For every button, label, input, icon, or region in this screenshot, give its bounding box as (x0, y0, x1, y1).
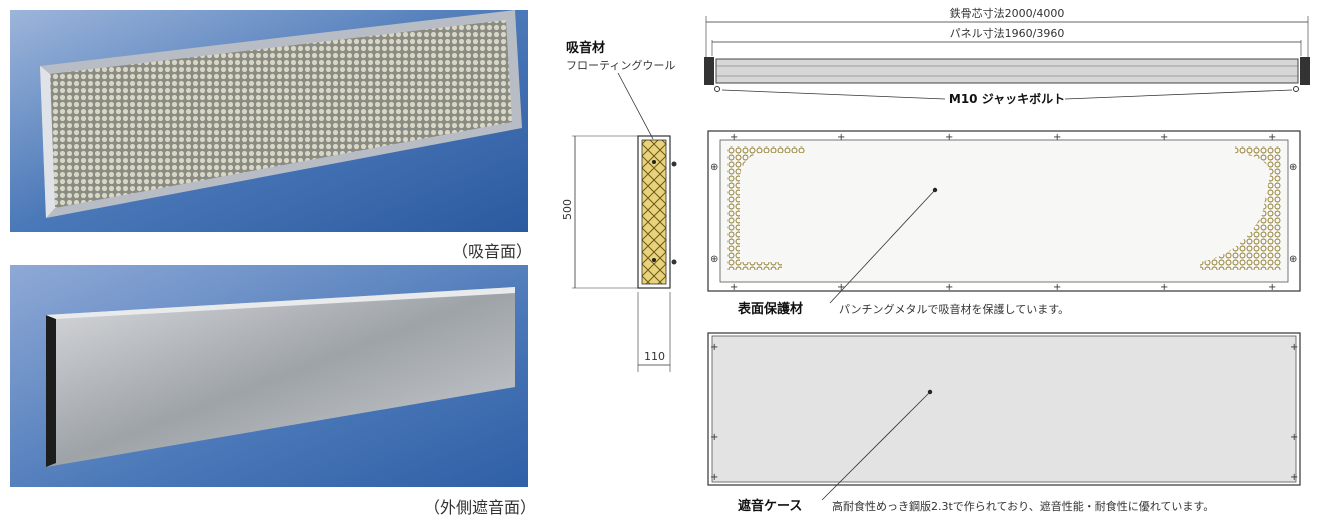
svg-text:⊕: ⊕ (710, 162, 718, 173)
front-panel: + + + + + + + + + + + + ⊕ ⊕ ⊕ ⊕ (707, 130, 1301, 293)
svg-text:+: + (730, 132, 738, 143)
insulation-leader (617, 72, 654, 140)
caption-outer-face: （外側遮音面） (424, 498, 537, 517)
svg-text:⊕: ⊕ (1289, 162, 1297, 173)
svg-text:+: + (1160, 282, 1168, 293)
panel-dimension: パネル寸法1960/3960 (950, 26, 1065, 40)
caption-absorbing-face: （吸音面） (452, 242, 533, 261)
svg-text:+: + (945, 282, 953, 293)
steel-dimension: 鉄骨芯寸法2000/4000 (950, 6, 1065, 20)
svg-text:+: + (1290, 432, 1298, 443)
svg-text:+: + (1160, 132, 1168, 143)
svg-text:+: + (730, 282, 738, 293)
depth-dimension: 110 (644, 350, 665, 363)
back-panel: + + + + + + (707, 332, 1301, 486)
bolt-label: M10 ジャッキボルト (949, 91, 1065, 106)
svg-text:+: + (1268, 132, 1276, 143)
svg-text:+: + (710, 342, 718, 353)
svg-text:+: + (837, 132, 845, 143)
svg-text:+: + (710, 432, 718, 443)
cross-section (637, 135, 677, 289)
photo-outer-face (10, 265, 528, 487)
front-panel-title: 表面保護材 (737, 301, 803, 317)
back-panel-title: 遮音ケース (738, 498, 802, 514)
front-panel-desc: パンチングメタルで吸音材を保護しています。 (839, 302, 1069, 316)
svg-text:+: + (837, 282, 845, 293)
svg-text:⊕: ⊕ (1289, 254, 1297, 265)
svg-text:+: + (710, 472, 718, 483)
back-panel-desc: 高耐食性めっき鋼版2.3tで作られており、遮音性能・耐食性に優れています。 (832, 499, 1214, 513)
insulation-title: 吸音材 (566, 40, 605, 56)
insulation-subtitle: フローティングウール (566, 58, 675, 72)
top-view (704, 57, 1310, 92)
photo-absorbing-face (10, 10, 528, 232)
svg-text:+: + (1053, 132, 1061, 143)
svg-text:+: + (1053, 282, 1061, 293)
svg-text:+: + (1268, 282, 1276, 293)
svg-text:+: + (945, 132, 953, 143)
height-dimension: 500 (561, 199, 574, 220)
svg-text:+: + (1290, 342, 1298, 353)
svg-text:+: + (1290, 472, 1298, 483)
svg-text:⊕: ⊕ (710, 254, 718, 265)
